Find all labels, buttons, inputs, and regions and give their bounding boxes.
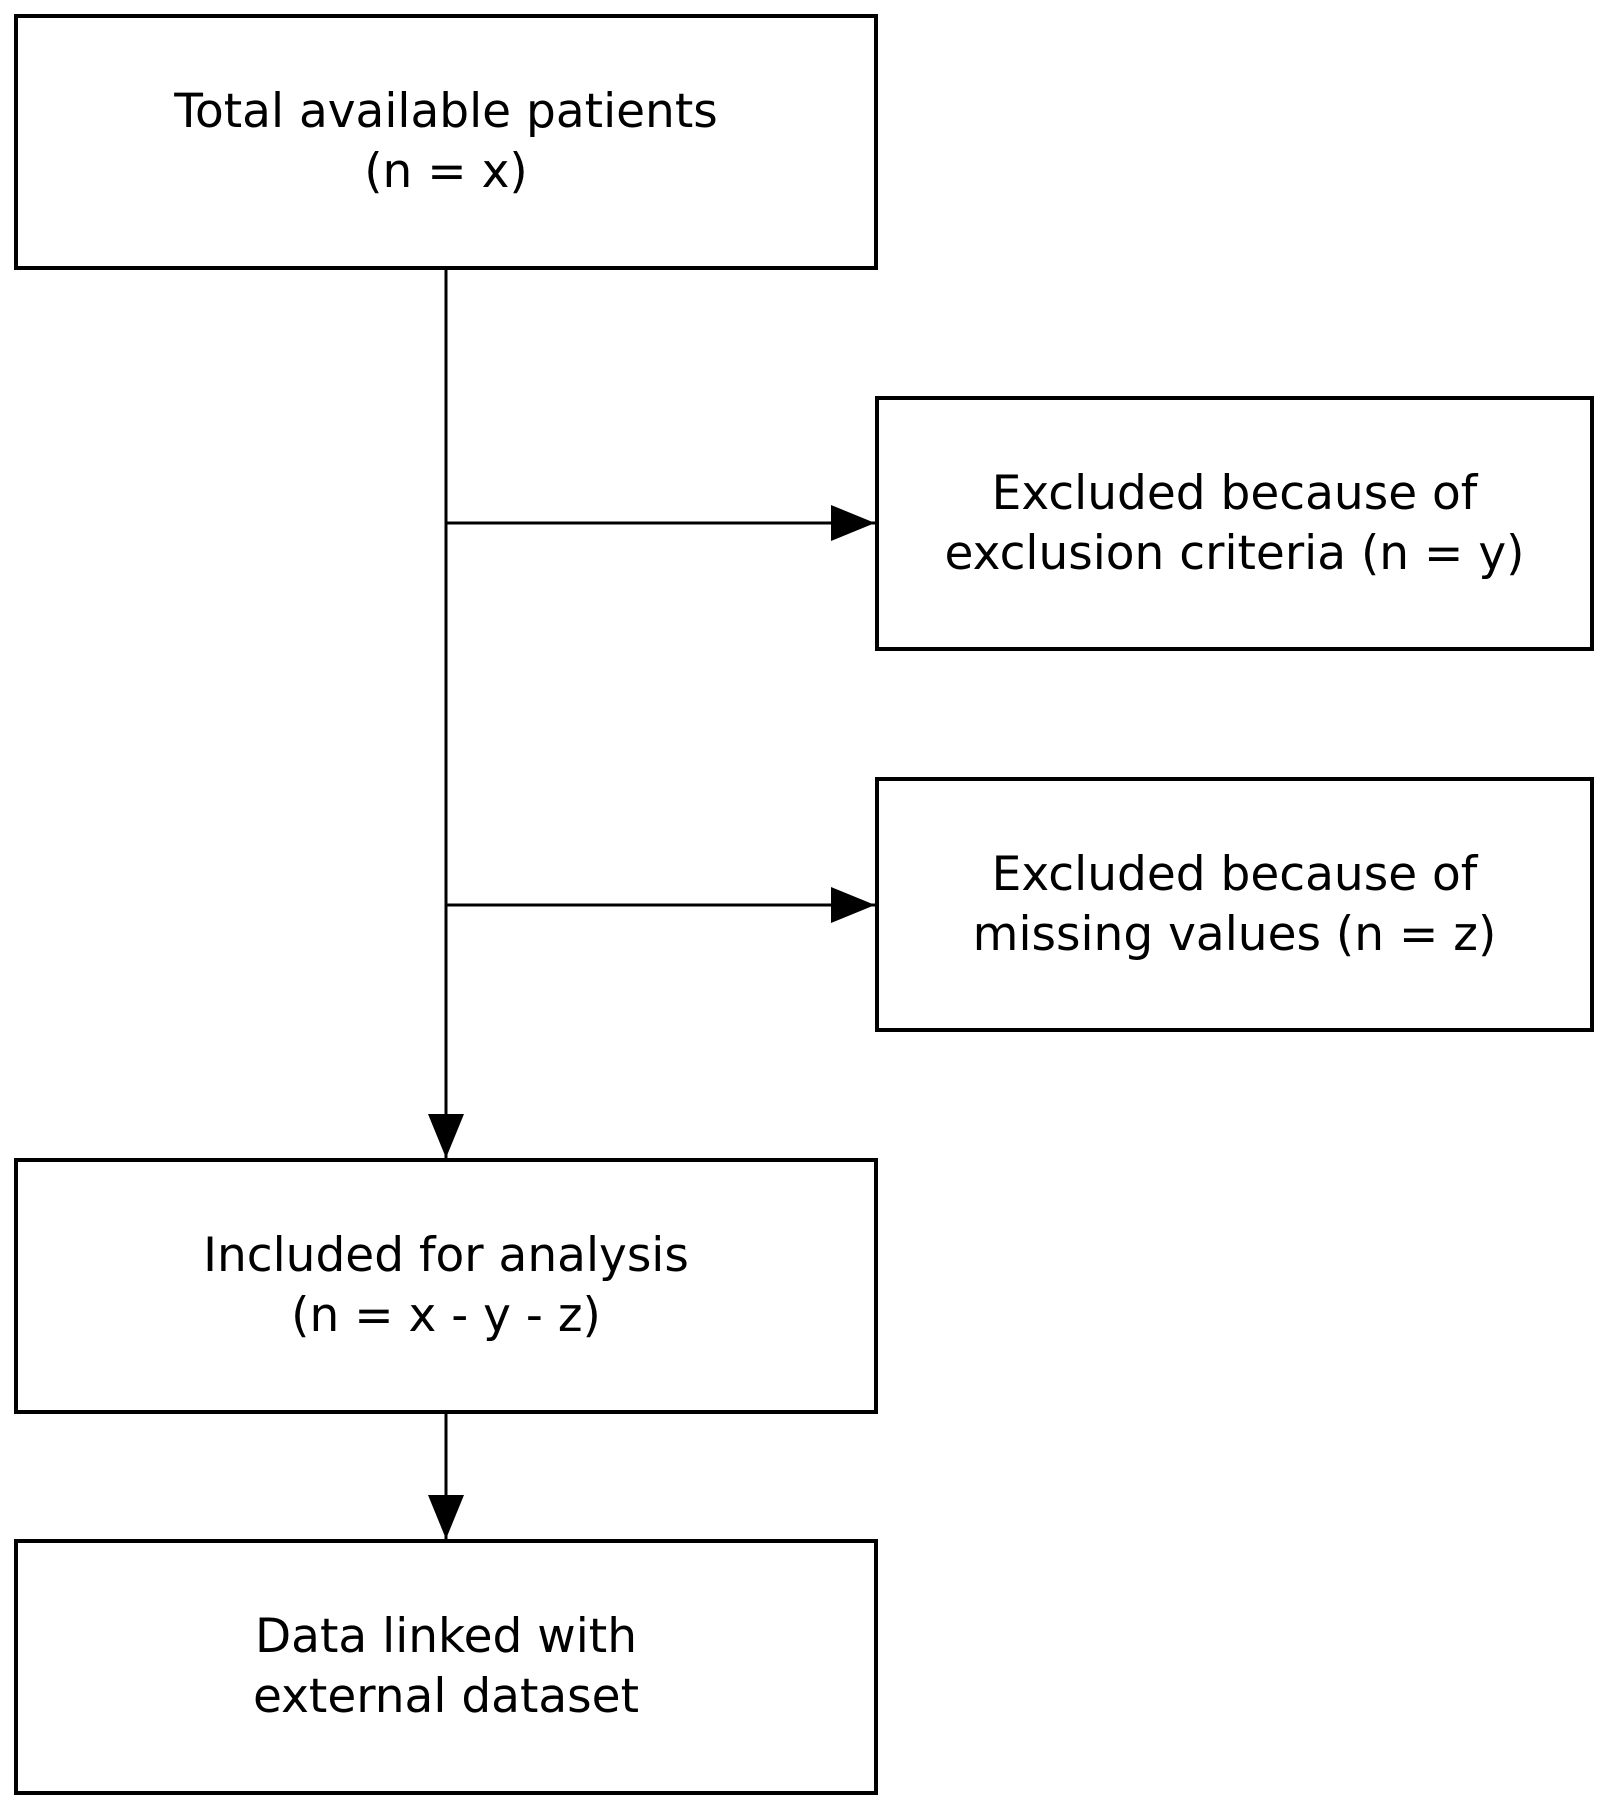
node-data-linked-external: Data linked with external dataset [14, 1539, 878, 1795]
node-label-line1: Excluded because of [991, 846, 1478, 902]
node-label-line1: Included for analysis [203, 1228, 689, 1283]
node-label-line2: external dataset [252, 1669, 640, 1724]
node-label-line2: (n = x - y - z) [291, 1288, 601, 1343]
node-label-line1: Data linked with [254, 1609, 637, 1664]
node-label-line2: missing values (n = z) [972, 906, 1497, 962]
node-label-line2: (n = x) [364, 144, 528, 199]
node-total-available-patients: Total available patients (n = x) [14, 14, 878, 270]
node-excluded-exclusion-criteria: Excluded because of exclusion criteria (… [875, 396, 1594, 651]
node-excluded-missing-values: Excluded because of missing values (n = … [875, 777, 1594, 1032]
node-included-for-analysis: Included for analysis (n = x - y - z) [14, 1158, 878, 1414]
node-label-line1: Total available patients [174, 84, 718, 139]
node-label-line1: Excluded because of [991, 465, 1478, 521]
node-label-line2: exclusion criteria (n = y) [944, 525, 1525, 581]
